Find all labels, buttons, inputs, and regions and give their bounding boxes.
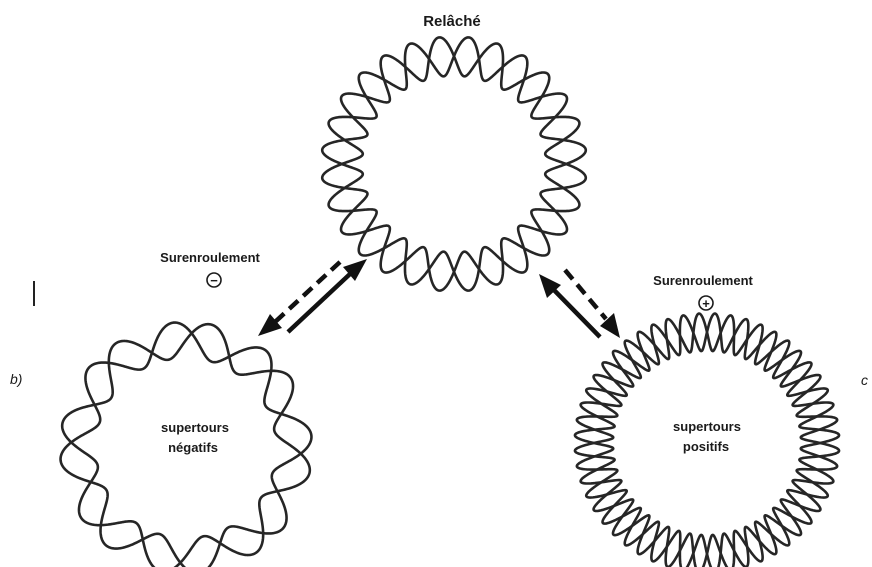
left-arrow-pair	[258, 259, 367, 336]
svg-text:+: +	[702, 296, 710, 311]
dna-strand	[573, 312, 841, 567]
positive-circle-text-line1: supertours	[673, 419, 741, 434]
plus-sign-icon: +	[698, 295, 714, 311]
arrow-to-negative-head	[258, 314, 282, 336]
right-arrow-label: Surenroulement	[653, 273, 753, 288]
arrow-to-positive	[563, 268, 608, 321]
dna-strand	[59, 321, 313, 567]
positive-circle-text-line2: positifs	[683, 439, 729, 454]
arrow-to-positive-head	[600, 313, 620, 338]
arrow-from-negative	[286, 272, 352, 334]
arrow-from-positive-head	[539, 274, 561, 298]
dna-strand	[320, 36, 588, 292]
dna-strand	[60, 322, 312, 567]
minus-sign-icon: −	[206, 272, 222, 288]
panel-letter-c: c	[861, 372, 868, 388]
relaxed-dna-circle	[320, 36, 588, 292]
negative-circle-text-line1: supertours	[161, 420, 229, 435]
negative-circle-text-line2: négatifs	[168, 440, 218, 455]
negative-supercoil-circle	[59, 321, 313, 567]
arrow-to-negative	[273, 260, 342, 324]
arrow-from-positive	[551, 287, 602, 339]
dna-strand	[320, 36, 588, 292]
right-arrow-pair	[539, 268, 620, 339]
relaxed-label: Relâché	[423, 13, 481, 30]
left-arrow-label: Surenroulement	[160, 250, 260, 265]
positive-supercoil-circle	[573, 312, 841, 567]
arrow-from-negative-head	[343, 259, 367, 281]
svg-text:−: −	[210, 273, 218, 288]
panel-letter-b: b)	[10, 371, 22, 387]
